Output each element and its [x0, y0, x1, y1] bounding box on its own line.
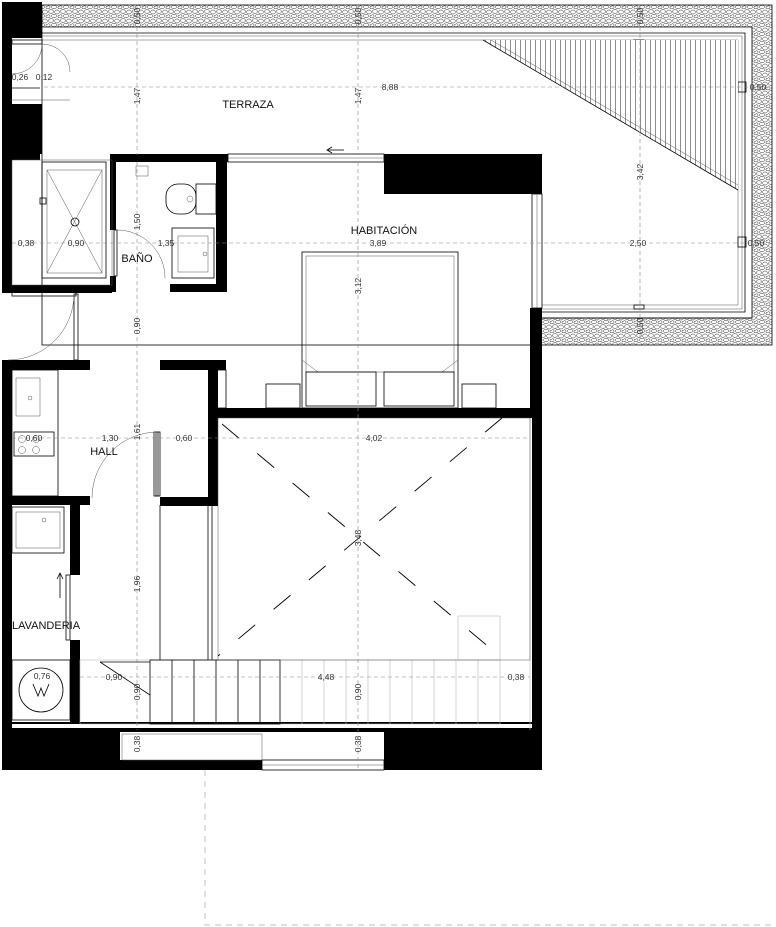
- dim-label: 0,60: [176, 433, 193, 443]
- washing-machine: [11, 659, 71, 721]
- dim-label: 0,90: [132, 683, 142, 700]
- kitchen-counter: [11, 369, 59, 497]
- dim-label: 0,38: [132, 735, 142, 752]
- dim-label: 0,90: [106, 672, 123, 682]
- dim-label: 4,48: [318, 672, 335, 682]
- toilet: [135, 165, 217, 215]
- dim-label: 0,90: [132, 317, 142, 334]
- dim-label: 1,50: [132, 213, 142, 230]
- room-label-lavanderia: LAVANDERIA: [12, 620, 81, 632]
- dim-label: 0,50: [132, 7, 142, 24]
- dimension-labels: 0,26 0,12 1,47 1,47 8,88 3,42 0,50 0,50 …: [12, 7, 767, 752]
- laundry-arrow: [56, 572, 64, 598]
- dim-label: 1,47: [132, 87, 142, 104]
- dim-label: 0,38: [18, 238, 35, 248]
- dimension-lines: [12, 6, 770, 770]
- dim-label: 3,42: [635, 163, 645, 180]
- room-label-terraza: TERRAZA: [222, 99, 274, 111]
- walls: [2, 2, 542, 770]
- shower: [39, 161, 107, 279]
- window-arrow: [326, 146, 344, 154]
- dim-label: 1,61: [132, 423, 142, 440]
- hall-door: [91, 431, 159, 499]
- dim-label: 0,12: [36, 72, 53, 82]
- stair: [79, 615, 501, 761]
- bed: [265, 251, 497, 409]
- dim-label: 8,88: [382, 82, 399, 92]
- dim-label: 0,50: [635, 7, 645, 24]
- dim-label: 0,76: [34, 671, 51, 681]
- terrace-door: [10, 39, 71, 101]
- laundry-sink: [11, 506, 65, 554]
- dim-label: 0,50: [748, 238, 765, 248]
- dim-label: 0,38: [508, 672, 525, 682]
- room-labels: TERRAZA HABITACIÓN BAÑO HALL LAVANDERIA: [12, 99, 417, 632]
- dim-label: 3,12: [353, 277, 363, 294]
- dim-label: 1,96: [132, 575, 142, 592]
- dim-label: 0,60: [26, 433, 43, 443]
- void-open-area: [217, 417, 531, 661]
- dim-label: 0,90: [353, 683, 363, 700]
- entry-door: [7, 293, 79, 361]
- lower-floor-outline: [204, 770, 776, 926]
- dim-label: 0,90: [68, 238, 85, 248]
- terrace-gravel-border: [41, 4, 773, 346]
- dim-label: 1,35: [158, 238, 175, 248]
- dim-label: 1,30: [102, 433, 119, 443]
- partitions: [11, 159, 227, 660]
- dim-label: 4,02: [366, 433, 383, 443]
- dim-label: 1,47: [353, 87, 363, 104]
- windows: [11, 153, 543, 771]
- bath-sink: [171, 227, 215, 279]
- dim-label: 3,48: [353, 529, 363, 546]
- dim-label: 0,38: [353, 735, 363, 752]
- dim-label: 2,50: [630, 238, 647, 248]
- dim-label: 0,50: [635, 317, 645, 334]
- room-label-hall: HALL: [90, 446, 118, 458]
- room-label-bano: BAÑO: [121, 252, 153, 265]
- bathroom-door: [113, 229, 166, 279]
- dim-label: 0,50: [353, 7, 363, 24]
- dim-label: 0,50: [750, 82, 767, 92]
- dim-label: 0,26: [12, 72, 29, 82]
- room-label-habitacion: HABITACIÓN: [351, 224, 417, 237]
- dim-label: 3,89: [370, 238, 387, 248]
